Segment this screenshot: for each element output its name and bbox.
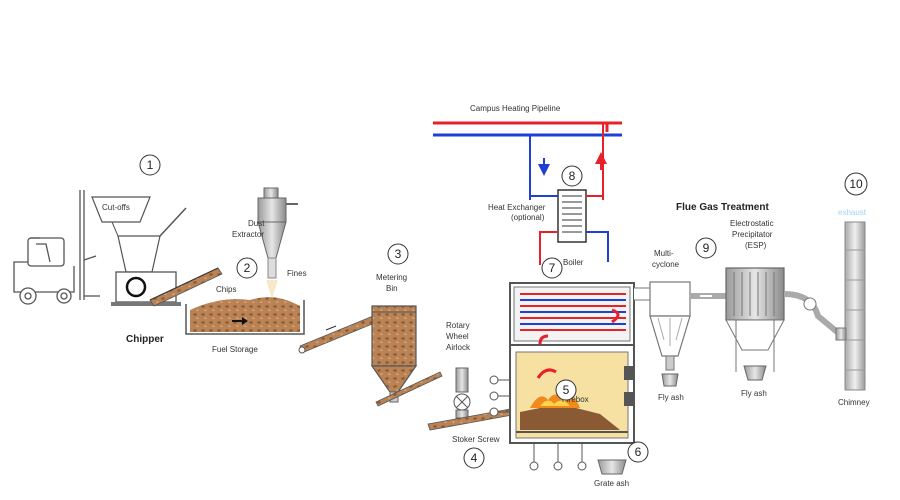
multicyclone-label-2: cyclone — [652, 260, 680, 269]
flow-arrow-icon — [232, 317, 248, 325]
esp-label-1: Electrostatic — [730, 219, 774, 228]
fly-ash-cyclone-label: Fly ash — [658, 393, 684, 402]
grate-air-nozzles — [529, 443, 587, 471]
fuel-storage-label: Fuel Storage — [212, 345, 258, 354]
grate-ash-bin — [597, 459, 627, 475]
step-9-circle — [695, 237, 717, 259]
metering-bin-label-2: Bin — [386, 284, 398, 293]
step-6-circle — [627, 441, 649, 463]
cut-offs-label: Cut-offs — [102, 203, 130, 212]
step-10-number: 10 — [849, 177, 863, 191]
flue-gas-treatment-label: Flue Gas Treatment — [676, 202, 769, 213]
boiler-hot-pipe — [539, 231, 558, 265]
metering-bin-label-1: Metering — [376, 273, 407, 282]
heat-exchanger-label-2: (optional) — [511, 213, 545, 222]
boiler — [509, 282, 635, 444]
fines-label: Fines — [287, 269, 307, 278]
esp-label-2: Precipitator — [732, 230, 773, 239]
step-3-circle — [387, 243, 409, 265]
stoker-screw — [427, 407, 519, 431]
chip-conveyor — [149, 267, 223, 307]
step-4-number: 4 — [471, 451, 478, 465]
step-3-number: 3 — [395, 247, 402, 261]
step-8-circle — [561, 165, 583, 187]
step-1-circle — [139, 154, 161, 176]
step-5-number: 5 — [563, 383, 570, 397]
step-8-number: 8 — [569, 169, 576, 183]
bin-discharge-screw — [375, 371, 443, 407]
rotary-label-1: Rotary — [446, 321, 470, 330]
step-5-circle — [555, 379, 577, 401]
rotary-label-2: Wheel — [446, 332, 469, 341]
rotary-label-3: Airlock — [446, 343, 471, 352]
stoker-screw-label: Stoker Screw — [452, 435, 500, 444]
dust-extractor-cyclone — [257, 187, 298, 279]
dust-extractor-label-1: Dust — [248, 219, 265, 228]
step-4-circle — [463, 447, 485, 469]
esp-label-3: (ESP) — [745, 241, 767, 250]
step-9-number: 9 — [703, 241, 710, 255]
step-6-number: 6 — [635, 445, 642, 459]
dust-extractor-label-2: Extractor — [232, 230, 264, 239]
chipper-label: Chipper — [126, 334, 164, 345]
step-2-circle — [236, 257, 258, 279]
boiler-cold-pipe — [586, 231, 609, 262]
boiler-label: Boiler — [563, 258, 584, 267]
grate-ash-label: Grate ash — [594, 479, 629, 488]
step-7-circle — [541, 257, 563, 279]
chips-label: Chips — [216, 285, 236, 294]
step-7-number: 7 — [549, 261, 556, 275]
firebox-label: Firebox — [562, 395, 589, 404]
multi-cyclone — [649, 281, 691, 387]
heat-exchanger — [557, 189, 587, 243]
campus-pipeline-label: Campus Heating Pipeline — [470, 104, 561, 113]
electrostatic-precipitator — [725, 267, 785, 381]
step-2-number: 2 — [244, 261, 251, 275]
step-1-number: 1 — [147, 158, 154, 172]
fly-ash-esp-label: Fly ash — [741, 389, 767, 398]
forklift-icon — [13, 190, 100, 305]
fuel-storage-bunker — [185, 297, 305, 335]
multicyclone-label-1: Multi- — [654, 249, 674, 258]
heat-exchanger-label-1: Heat Exchanger — [488, 203, 546, 212]
chimney-label: Chimney — [838, 398, 870, 407]
chimney — [835, 221, 866, 391]
rotary-airlock — [453, 367, 471, 419]
air-nozzles — [489, 375, 514, 417]
storage-conveyor — [298, 313, 383, 354]
cut-offs-box: Cut-offs — [91, 196, 151, 223]
step-10-circle — [844, 172, 868, 196]
exhaust-label: exhaust — [838, 208, 867, 217]
